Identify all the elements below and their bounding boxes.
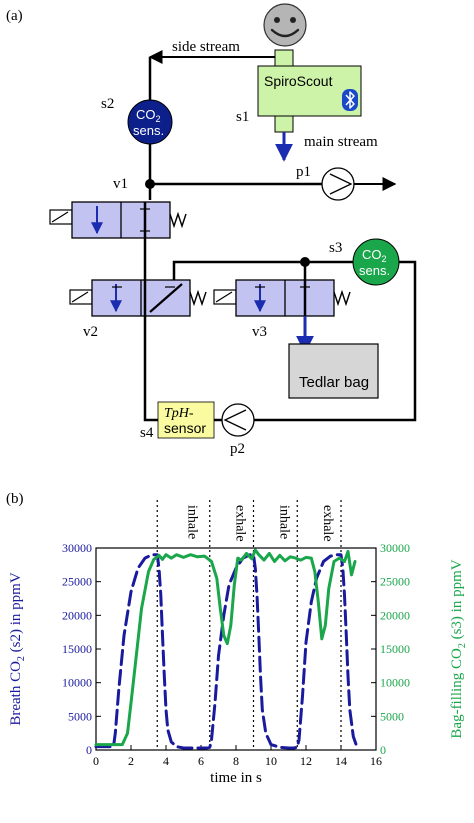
node-s3: s3 — [329, 240, 342, 256]
y-tick-label-left-1: 5000 — [68, 709, 92, 723]
panel-a-label: (a) — [6, 8, 23, 24]
y-axis-label-right: Bag-filling CO2 (s3) in ppmV — [449, 559, 468, 738]
node-v2: v2 — [83, 324, 98, 340]
x-tick-label-1: 2 — [128, 754, 134, 768]
tph-sensor-line1: TpH- — [164, 406, 194, 421]
tph-sensor-line2: sensor — [164, 420, 206, 436]
y-tick-label-right-4: 20000 — [380, 608, 410, 622]
pump-p2 — [221, 403, 255, 437]
svg-text:CO2: CO2 — [136, 107, 161, 124]
y-tick-label-left-3: 15000 — [62, 642, 92, 656]
phase-label-1: exhale — [233, 505, 248, 542]
smiley-icon — [263, 3, 307, 47]
panel-b: (b) inhale exhale inhale exhale 0 2 4 6 8 10 12 14 1… — [6, 491, 468, 786]
main-stream-label: main stream — [304, 134, 378, 150]
y-tick-label-right-3: 15000 — [380, 642, 410, 656]
valve-v1 — [49, 201, 187, 239]
y-tick-label-left-4: 20000 — [62, 608, 92, 622]
svg-text:sens.: sens. — [133, 123, 164, 138]
node-v3: v3 — [252, 324, 267, 340]
x-tick-label-3: 6 — [198, 754, 204, 768]
tedlar-bag-label: Tedlar bag — [299, 374, 369, 391]
phase-label-2: inhale — [276, 505, 291, 539]
phase-label-3: exhale — [320, 505, 335, 542]
y-tick-label-left-5: 25000 — [62, 575, 92, 589]
node-v1: v1 — [113, 176, 128, 192]
y-tick-label-left-0: 0 — [86, 743, 92, 757]
x-tick-label-6: 12 — [300, 754, 312, 768]
y-tick-label-right-2: 10000 — [380, 676, 410, 690]
x-tick-label-0: 0 — [93, 754, 99, 768]
x-tick-label-8: 16 — [370, 754, 382, 768]
node-s4: s4 — [140, 425, 154, 441]
svg-text:CO2: CO2 — [362, 247, 387, 264]
x-axis-label: time in s — [210, 770, 262, 786]
mouthpiece — [274, 49, 294, 67]
bluetooth-icon — [342, 89, 358, 111]
y-tick-label-left-6: 30000 — [62, 541, 92, 555]
co2-sensor-s3: CO2 sens. — [352, 238, 400, 286]
node-p2: p2 — [230, 441, 245, 457]
valve-v3 — [213, 279, 351, 317]
node-s1: s1 — [236, 109, 249, 125]
main-stream-tube — [274, 115, 294, 133]
y-axis-label-left: Breath CO2 (s2) in ppmV — [8, 572, 27, 725]
y-tick-label-right-5: 25000 — [380, 575, 410, 589]
spiroscout-label: SpiroScout — [264, 73, 333, 89]
phase-label-0: inhale — [185, 505, 200, 539]
x-tick-label-5: 10 — [265, 754, 277, 768]
pump-p1 — [321, 167, 355, 201]
svg-text:sens.: sens. — [359, 263, 390, 278]
node-p1: p1 — [296, 164, 311, 180]
y-tick-label-left-2: 10000 — [62, 676, 92, 690]
tedlar-bag — [288, 343, 379, 399]
y-tick-label-right-6: 30000 — [380, 541, 410, 555]
tph-sensor-box — [157, 401, 215, 439]
y-tick-label-right-1: 5000 — [380, 709, 404, 723]
series-line-1 — [94, 548, 357, 747]
panel-b-label: (b) — [6, 491, 24, 507]
side-stream-label: side stream — [172, 39, 240, 55]
x-tick-label-2: 4 — [163, 754, 169, 768]
node-s2: s2 — [101, 96, 114, 112]
panel-a: (a) side stream SpiroScout s1 main strea… — [6, 3, 417, 457]
x-tick-label-4: 8 — [233, 754, 239, 768]
co2-sensor-s2: CO2 sens. — [127, 99, 173, 145]
x-tick-label-7: 14 — [335, 754, 347, 768]
y-tick-label-right-0: 0 — [380, 743, 386, 757]
valve-v2 — [69, 279, 207, 317]
